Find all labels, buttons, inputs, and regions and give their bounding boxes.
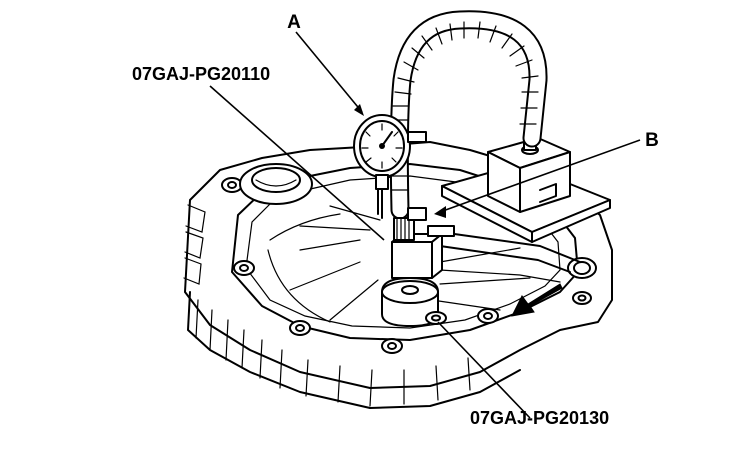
dial-gauge [353,114,427,219]
bearing-bore [239,163,313,205]
callout-tool-upper: 07GAJ-PG20110 [132,64,270,84]
leader-lines [209,31,641,419]
leader-a [295,31,363,113]
callout-b: B [645,130,659,151]
callout-tool-lower: 07GAJ-PG20130 [470,408,609,428]
callout-a: A [287,12,301,33]
base-adapter-tool [381,277,447,327]
leader-upper-tool [209,85,385,241]
leader-b-arrowhead [434,206,446,218]
holder-tool [391,207,455,297]
leader-b [439,139,641,213]
direction-arrow [511,283,563,317]
leader-a-arrowhead [354,104,364,116]
leader-lower-tool [437,321,531,419]
inner-ribs [267,205,531,323]
shift-rail [439,231,581,283]
magnetic-base-plate [441,135,611,243]
